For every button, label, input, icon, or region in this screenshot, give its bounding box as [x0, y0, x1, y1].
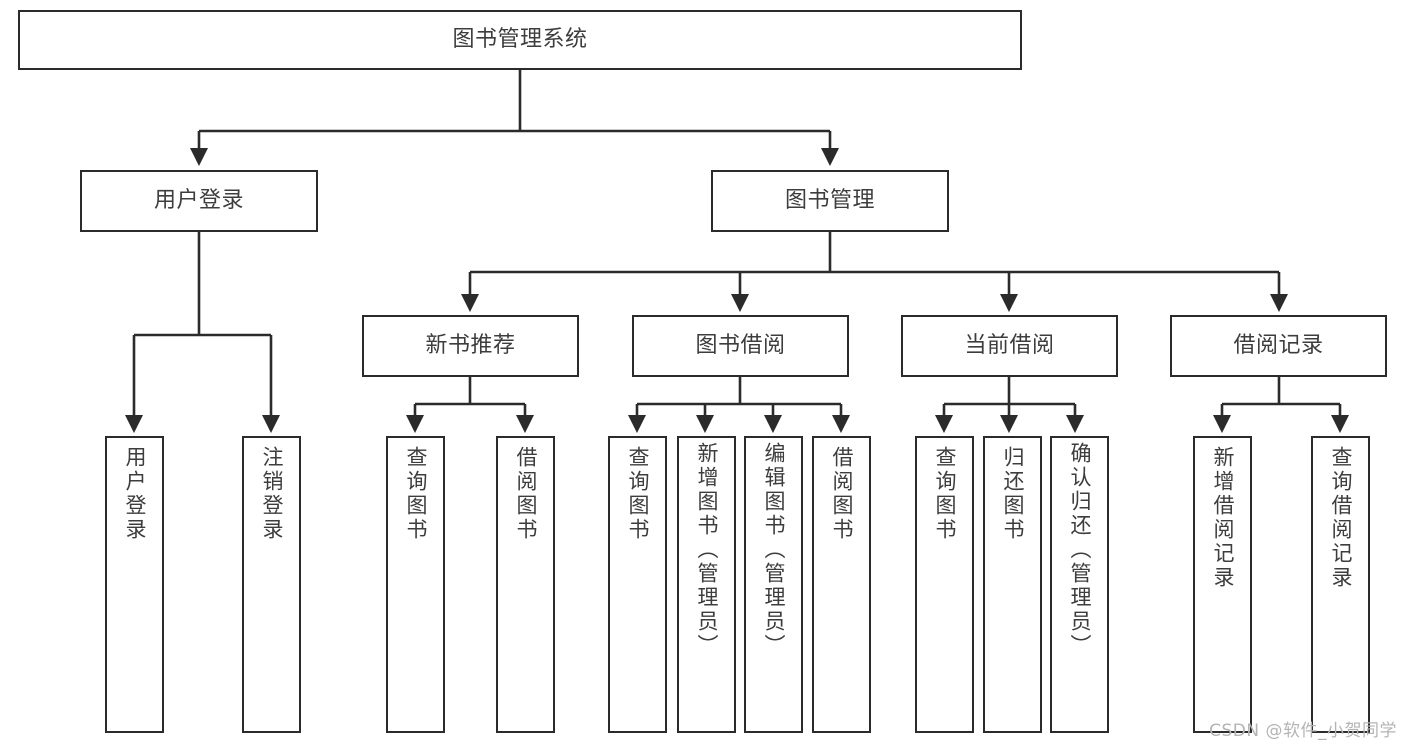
node-current-borrow[interactable]: 当前借阅	[901, 315, 1118, 377]
leaf-new-book-borrow-book[interactable]: 借阅图书	[496, 436, 555, 733]
node-label: 新增图书（管理员）	[695, 442, 719, 658]
node-label: 图书借阅	[695, 333, 786, 359]
node-root-book-management-system[interactable]: 图书管理系统	[18, 10, 1022, 70]
node-label: 编辑图书（管理员）	[762, 442, 786, 658]
node-label: 用户登录	[123, 446, 147, 542]
node-label: 查询图书	[626, 446, 650, 542]
leaf-book-borrow-add-book-admin[interactable]: 新增图书（管理员）	[677, 436, 736, 733]
leaf-book-borrow-query-book[interactable]: 查询图书	[608, 436, 667, 733]
node-book-borrow[interactable]: 图书借阅	[632, 315, 849, 377]
node-label: 查询借阅记录	[1329, 446, 1353, 590]
node-label: 注销登录	[260, 446, 284, 542]
leaf-new-book-query-book[interactable]: 查询图书	[386, 436, 445, 733]
node-label: 新书推荐	[425, 333, 516, 359]
node-label: 借阅图书	[830, 446, 854, 542]
node-label: 查询图书	[933, 446, 957, 542]
leaf-user-login-login[interactable]: 用户登录	[105, 436, 164, 733]
leaf-borrow-record-query-record[interactable]: 查询借阅记录	[1311, 436, 1370, 733]
node-book-management[interactable]: 图书管理	[711, 170, 949, 232]
node-label: 借阅图书	[514, 446, 538, 542]
leaf-current-borrow-confirm-return-admin[interactable]: 确认归还（管理员）	[1050, 436, 1109, 733]
node-user-login[interactable]: 用户登录	[80, 170, 318, 232]
leaf-borrow-record-add-record[interactable]: 新增借阅记录	[1193, 436, 1252, 733]
node-label: 借阅记录	[1233, 333, 1324, 359]
node-label: 新增借阅记录	[1211, 446, 1235, 590]
node-label: 用户登录	[153, 188, 244, 214]
leaf-book-borrow-borrow-book[interactable]: 借阅图书	[812, 436, 871, 733]
leaf-user-login-logout[interactable]: 注销登录	[242, 436, 301, 733]
node-label: 归还图书	[1001, 446, 1025, 542]
node-label: 确认归还（管理员）	[1068, 442, 1092, 658]
leaf-current-borrow-return-book[interactable]: 归还图书	[983, 436, 1042, 733]
leaf-current-borrow-query-book[interactable]: 查询图书	[915, 436, 974, 733]
leaf-book-borrow-edit-book-admin[interactable]: 编辑图书（管理员）	[744, 436, 803, 733]
node-new-book-recommend[interactable]: 新书推荐	[362, 315, 579, 377]
node-label: 当前借阅	[964, 333, 1055, 359]
node-label: 图书管理系统	[452, 27, 588, 53]
node-label: 图书管理	[784, 188, 875, 214]
node-label: 查询图书	[404, 446, 428, 542]
node-borrow-record[interactable]: 借阅记录	[1170, 315, 1387, 377]
